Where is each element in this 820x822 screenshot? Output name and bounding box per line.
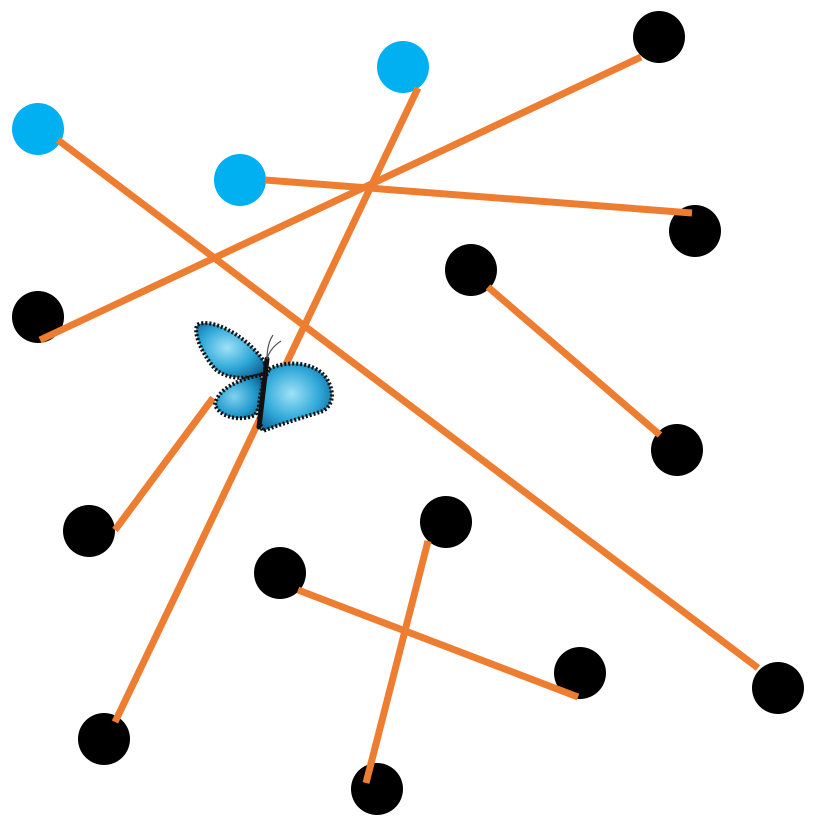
end-node — [420, 496, 472, 548]
butterfly-icon — [194, 321, 334, 434]
start-node — [377, 41, 429, 93]
butterfly-antenna — [266, 334, 282, 360]
connector-line — [296, 586, 580, 701]
end-node — [651, 424, 703, 476]
connector-line — [112, 395, 216, 533]
butterfly-wing-upper-left — [194, 321, 267, 380]
start-node — [12, 103, 64, 155]
nodes — [12, 11, 804, 815]
end-node — [351, 763, 403, 815]
end-node — [554, 647, 606, 699]
end-node — [752, 662, 804, 714]
end-node — [78, 713, 130, 765]
start-node — [214, 154, 266, 206]
connector-line — [38, 53, 643, 344]
connector-line — [362, 540, 432, 784]
end-node — [633, 11, 685, 63]
end-node — [445, 244, 497, 296]
connector-line — [55, 137, 761, 671]
connector-line — [485, 284, 663, 438]
connection-lines — [38, 53, 761, 784]
end-node — [12, 291, 64, 343]
butterfly-body — [256, 356, 270, 430]
end-node — [63, 505, 115, 557]
butterfly-wing-lower-left — [212, 372, 265, 421]
butterfly-wing-right — [256, 361, 334, 434]
end-node — [669, 205, 721, 257]
connector-line — [264, 176, 693, 217]
end-node — [254, 547, 306, 599]
